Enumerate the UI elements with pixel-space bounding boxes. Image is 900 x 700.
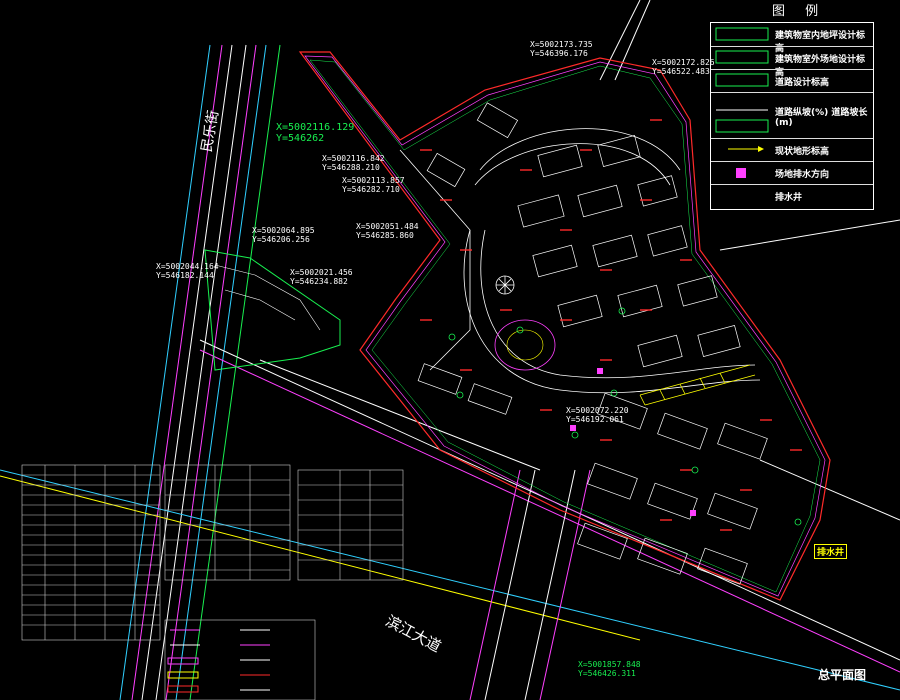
legend-symbols bbox=[715, 27, 769, 178]
legend-label: 道路纵坡(%) 道路坡长(m) bbox=[775, 108, 868, 128]
legend-label: 现状地形标高 bbox=[775, 147, 830, 157]
bottom-legend-symbols bbox=[167, 629, 270, 693]
drain-well-symbols bbox=[570, 368, 696, 516]
tree-symbols bbox=[448, 307, 802, 526]
legend-row-road-slope: 道路纵坡(%) 道路坡长(m) bbox=[711, 92, 873, 139]
legend-label: 排水井 bbox=[775, 193, 803, 203]
legend-title: 图 例 bbox=[772, 4, 827, 19]
drain-well-label: 排水井 bbox=[814, 544, 848, 559]
site-boundary bbox=[298, 51, 831, 601]
elevation-annotations bbox=[420, 119, 802, 531]
legend-label: 建筑物室外场地设计标高 bbox=[775, 55, 866, 78]
sheet-title: 总平面图 bbox=[818, 668, 867, 682]
legend-row-road-elevation: 道路设计标高 bbox=[711, 69, 873, 93]
legend-label: 场地排水方向 bbox=[775, 170, 830, 180]
legend-row-drain-well: 排水井 bbox=[711, 184, 873, 208]
legend-box: 建筑物室内地坪设计标高 建筑物室外场地设计标高 道路设计标高 道路纵坡(%) 道… bbox=[710, 22, 874, 210]
legend-label: 建筑物室内地坪设计标高 bbox=[775, 31, 866, 54]
parking-stripes bbox=[639, 364, 756, 406]
legend-row-indoor-elevation: 建筑物室内地坪设计标高 bbox=[711, 23, 873, 54]
data-tables bbox=[21, 464, 404, 700]
green-land-parcel bbox=[204, 249, 341, 371]
legend-row-existing-terrain: 现状地形标高 bbox=[711, 138, 873, 162]
internal-roads bbox=[399, 128, 761, 394]
legend-label: 道路设计标高 bbox=[775, 78, 830, 88]
legend-row-drainage-direction: 场地排水方向 bbox=[711, 161, 873, 185]
min-le-street-road bbox=[119, 44, 281, 700]
building-blocks bbox=[417, 102, 768, 585]
legend-row-outdoor-elevation: 建筑物室外场地设计标高 bbox=[711, 46, 873, 78]
